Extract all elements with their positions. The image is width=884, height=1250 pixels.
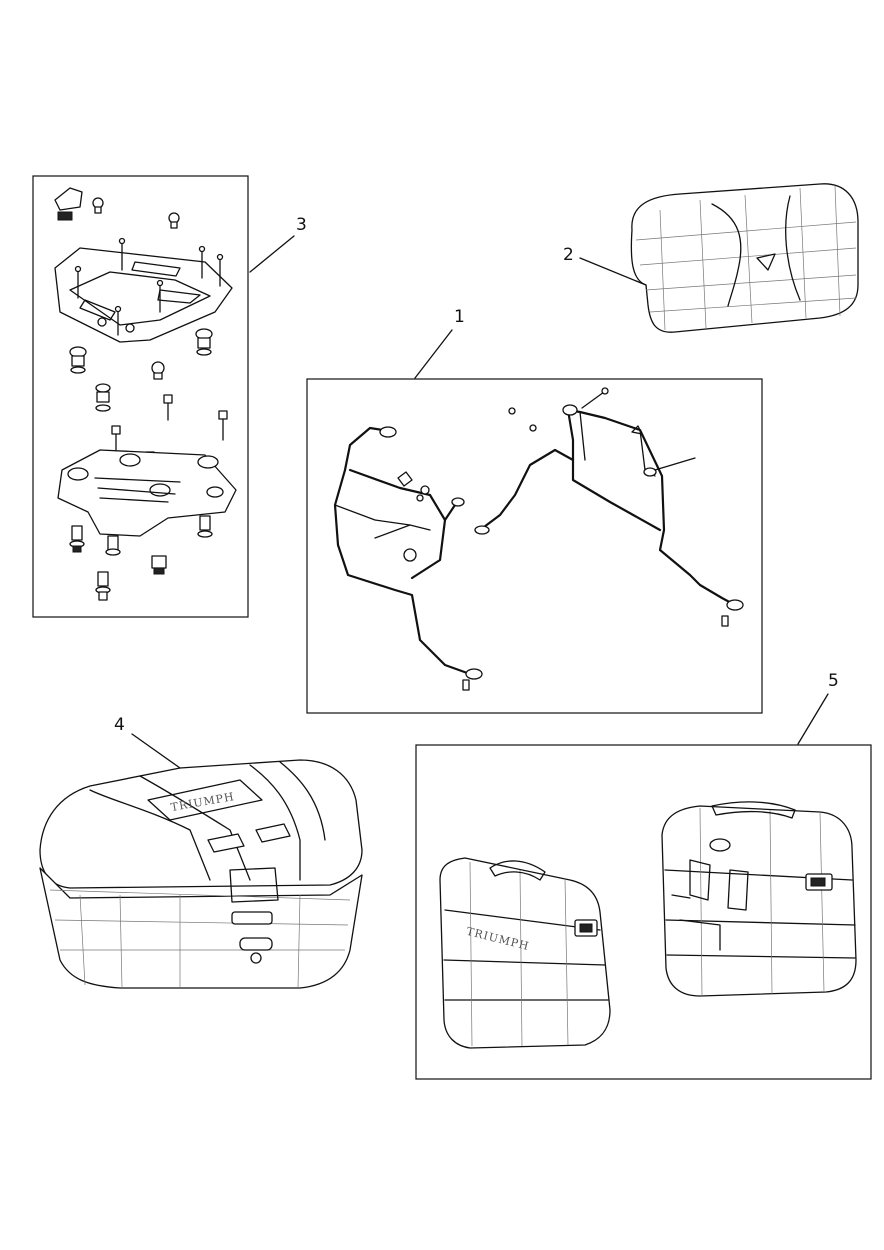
- group-2-backrest-pad[interactable]: [630, 183, 859, 333]
- callout-5: 5: [797, 671, 839, 745]
- group-1-pannier-frames[interactable]: [306, 378, 763, 714]
- callout-4: 4: [114, 715, 181, 769]
- callout-1: 1: [414, 307, 465, 379]
- callout-3-label: 3: [296, 215, 307, 235]
- group-4-top-box[interactable]: TRIUMPH: [39, 759, 363, 989]
- callout-2-label: 2: [563, 245, 574, 265]
- group-5-frame: [415, 744, 872, 1080]
- group-5-side-panniers[interactable]: TRIUMPH: [415, 744, 872, 1080]
- callout-4-label: 4: [114, 715, 125, 735]
- group-3-rack-kit[interactable]: [32, 175, 249, 618]
- callout-2: 2: [563, 245, 647, 286]
- callout-3: 3: [249, 215, 307, 273]
- callout-1-label: 1: [454, 307, 465, 327]
- callout-5-label: 5: [828, 671, 839, 691]
- group-3-frame: [32, 175, 249, 618]
- group-1-frame: [306, 378, 763, 714]
